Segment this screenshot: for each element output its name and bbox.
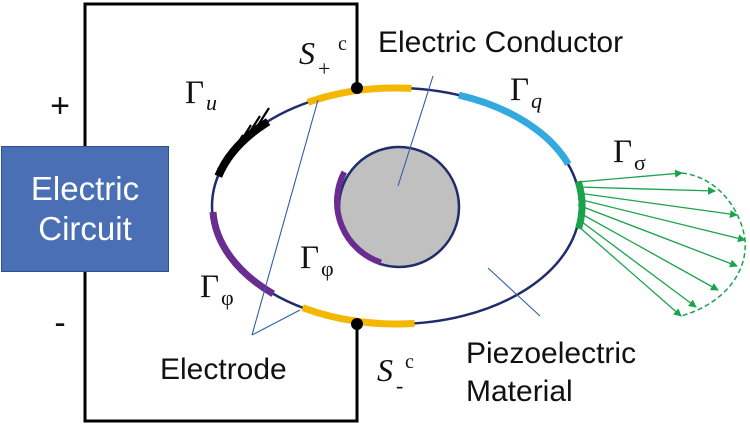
electric-circuit-box: Electric Circuit — [1, 146, 169, 272]
circuit-label-line2: Circuit — [38, 210, 132, 247]
svg-text:+: + — [318, 56, 330, 81]
gamma-q-label: Γ q — [510, 72, 542, 113]
svg-text:u: u — [206, 90, 217, 115]
contact-point-bottom — [351, 318, 363, 330]
fixed-support-hatch — [221, 107, 270, 169]
svg-text:φ: φ — [321, 256, 334, 281]
traction-arrows — [577, 169, 746, 317]
gamma-u-segment — [214, 118, 271, 178]
svg-text:Γ: Γ — [200, 269, 219, 305]
svg-text:q: q — [531, 88, 542, 113]
svg-text:σ: σ — [634, 150, 646, 175]
plus-sign: + — [50, 87, 70, 125]
circuit-wire-bottom — [83, 272, 359, 423]
s-minus-c-label: S - c — [377, 351, 414, 398]
svg-text:φ: φ — [221, 285, 234, 310]
svg-text:Γ: Γ — [300, 240, 319, 276]
gamma-u-label: Γ u — [185, 75, 217, 115]
svg-text:Γ: Γ — [510, 72, 529, 108]
gamma-q-segment — [458, 91, 572, 166]
svg-text:c: c — [338, 33, 347, 55]
svg-text:S: S — [377, 352, 393, 388]
gamma-phi-outer-segment — [209, 211, 276, 297]
svg-text:Γ: Γ — [613, 134, 632, 170]
piezoelectric-label-line1: Piezoelectric — [466, 337, 636, 370]
contact-point-top — [351, 82, 363, 94]
electric-conductor-label: Electric Conductor — [378, 26, 623, 59]
electrode-label: Electrode — [160, 353, 287, 386]
gamma-sigma-segment — [574, 180, 586, 230]
svg-text:-: - — [396, 373, 403, 398]
svg-text:S: S — [299, 35, 315, 71]
traction-envelope — [680, 172, 746, 317]
minus-sign: - — [54, 304, 65, 342]
gamma-phi-inner-segment — [334, 170, 382, 266]
gamma-phi-inner-label: Γ φ — [300, 240, 334, 281]
gamma-phi-outer-label: Γ φ — [200, 269, 234, 310]
svg-text:c: c — [405, 351, 414, 373]
circuit-wire-top — [83, 2, 359, 146]
s-plus-c-label: S + c — [299, 33, 347, 81]
circuit-label-line1: Electric — [30, 170, 140, 207]
leader-lines — [251, 75, 541, 336]
svg-text:Γ: Γ — [185, 75, 204, 111]
piezoelectric-label-line2: Material — [466, 375, 573, 408]
gamma-sigma-label: Γ σ — [613, 134, 646, 175]
